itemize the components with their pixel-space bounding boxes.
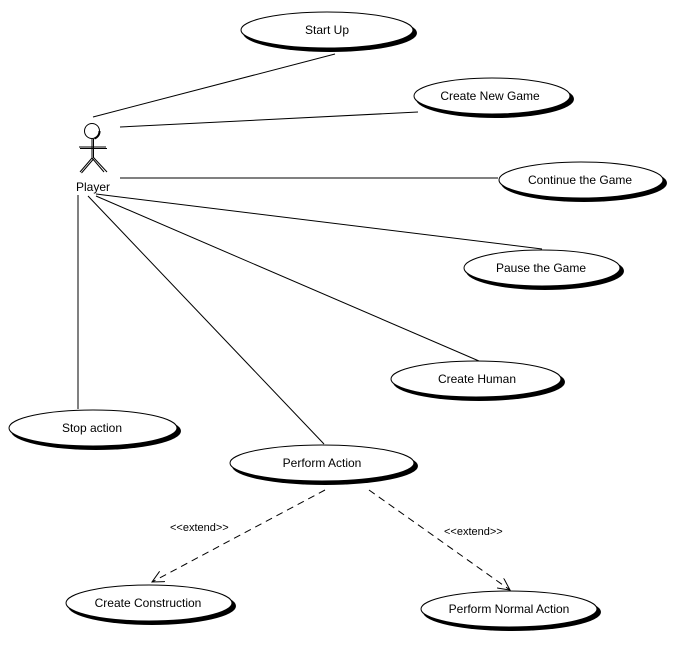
use-case-label: Perform Action	[283, 456, 362, 470]
extend-label-perform-normal-action: <<extend>>	[444, 526, 503, 538]
use-case-pause-the-game[interactable]: Pause the Game	[463, 249, 624, 290]
association-player-create-new-game[interactable]	[119, 111, 419, 128]
stick-figure-icon	[79, 123, 108, 174]
use-case-label: Create Human	[438, 372, 516, 386]
association-player-create-human[interactable]	[95, 195, 480, 362]
extend-arrow-perform-normal-action[interactable]	[368, 489, 510, 590]
use-case-create-construction[interactable]: Create Construction	[65, 584, 236, 625]
use-case-start-up[interactable]: Start Up	[240, 11, 417, 52]
association-player-start-up[interactable]	[92, 53, 336, 118]
actor-label: Player	[76, 180, 110, 194]
use-case-perform-action[interactable]: Perform Action	[229, 444, 418, 485]
association-player-perform-action[interactable]	[87, 195, 325, 445]
extend-label-create-construction: <<extend>>	[170, 522, 229, 534]
use-case-label: Create Construction	[95, 596, 202, 610]
use-case-stop-action[interactable]: Stop action	[8, 409, 181, 450]
use-case-label: Stop action	[62, 421, 122, 435]
use-case-create-human[interactable]: Create Human	[390, 360, 565, 401]
use-case-label: Start Up	[305, 23, 349, 37]
extend-dependencies: <<extend>> <<extend>>	[152, 489, 510, 590]
use-case-continue-the-game[interactable]: Continue the Game	[498, 161, 667, 202]
use-case-label: Perform Normal Action	[449, 602, 570, 616]
actor-player[interactable]: Player	[76, 123, 110, 195]
use-case-label: Pause the Game	[496, 261, 586, 275]
association-player-pause-game[interactable]	[95, 193, 543, 250]
use-case-label: Create New Game	[440, 89, 540, 103]
use-case-label: Continue the Game	[528, 173, 632, 187]
use-case-create-new-game[interactable]: Create New Game	[413, 77, 574, 118]
extend-arrow-create-construction[interactable]	[152, 489, 326, 582]
associations	[77, 53, 543, 445]
use-case-perform-normal-action[interactable]: Perform Normal Action	[420, 590, 601, 631]
